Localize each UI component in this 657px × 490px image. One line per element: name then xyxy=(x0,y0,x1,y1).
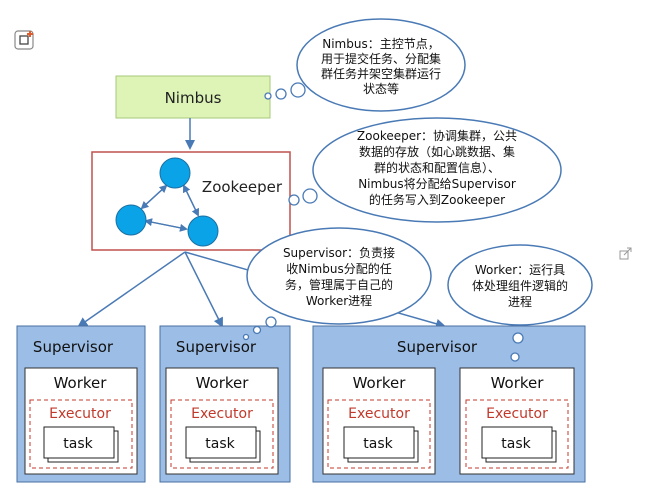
worker-label: Worker xyxy=(54,374,108,392)
zookeeper-node xyxy=(159,157,191,189)
zookeeper-node xyxy=(187,215,219,247)
worker-label: Worker xyxy=(491,374,545,392)
nimbus-callout: Nimbus：主控节点， 用于提交任务、分配集 群任务并架空集群运行 状态等 xyxy=(264,18,466,112)
supervisor-label: Supervisor xyxy=(176,338,257,356)
supervisor-node: Supervisor Worker Executor task Worker E… xyxy=(312,325,586,483)
executor-label: Executor xyxy=(49,406,111,422)
zookeeper-callout-line: 数据的存放（如心跳数据、集 xyxy=(359,144,515,159)
worker-callout-line: 进程 xyxy=(508,294,532,309)
supervisor-callout-line: Worker进程 xyxy=(306,293,372,308)
task-label: task xyxy=(205,436,235,452)
nimbus-box xyxy=(115,75,271,119)
executor-box xyxy=(327,399,431,469)
task-label: task xyxy=(63,436,93,452)
worker-label: Worker xyxy=(196,374,250,392)
zookeeper-callout-line: Nimbus将分配给Supervisor xyxy=(358,177,516,191)
task-box xyxy=(185,426,257,459)
nimbus-callout-line: 用于提交任务、分配集 xyxy=(321,51,441,66)
supervisor-node: Supervisor Worker Executor task xyxy=(16,325,146,483)
nimbus-callout-line: Nimbus：主控节点， xyxy=(322,37,439,51)
executor-label: Executor xyxy=(348,406,410,422)
supervisor-callout-line: 务，管理属于自己的 xyxy=(285,277,393,292)
add-icon[interactable] xyxy=(14,30,34,50)
task-box xyxy=(343,426,415,459)
nimbus-callout-line: 群任务并架空集群运行 xyxy=(321,66,441,81)
task-label: task xyxy=(363,436,393,452)
supervisor-callout: Supervisor：负责接 收Nimbus分配的任 务，管理属于自己的 Wor… xyxy=(242,227,432,341)
zookeeper-callout: Zookeeper：协调集群，公共 数据的存放（如心跳数据、集 群的状态和配置信… xyxy=(288,117,562,223)
task-box xyxy=(43,426,115,459)
worker-callout-line: Worker：运行具 xyxy=(475,263,565,277)
zookeeper-label: Zookeeper xyxy=(202,178,283,196)
executor-box xyxy=(465,399,569,469)
supervisor-node: Supervisor Worker Executor task xyxy=(159,325,291,483)
zookeeper-cluster-links xyxy=(140,184,199,232)
executor-box xyxy=(29,399,133,469)
executor-box xyxy=(170,399,274,469)
nimbus-callout-line: 状态等 xyxy=(363,82,399,96)
supervisor-label: Supervisor xyxy=(33,338,114,356)
zookeeper-node xyxy=(115,204,147,236)
nimbus-label: Nimbus xyxy=(165,89,222,107)
supervisor-label: Supervisor xyxy=(397,338,478,356)
supervisor-callout-line: 收Nimbus分配的任 xyxy=(286,261,391,276)
zookeeper-callout-line: Zookeeper：协调集群，公共 xyxy=(357,128,517,143)
task-label: task xyxy=(501,436,531,452)
worker-callout-line: 体处理组件逻辑的 xyxy=(472,278,568,293)
zookeeper-callout-line: 的任务写入到Zookeeper xyxy=(369,192,505,207)
executor-label: Executor xyxy=(486,406,548,422)
worker-callout: Worker：运行具 体处理组件逻辑的 进程 xyxy=(447,244,593,362)
zookeeper-callout-line: 群的状态和配置信息）、 xyxy=(374,160,500,175)
external-link-icon[interactable] xyxy=(619,247,632,260)
executor-label: Executor xyxy=(191,406,253,422)
task-box xyxy=(481,426,553,459)
supervisor-callout-line: Supervisor：负责接 xyxy=(283,245,395,260)
worker-label: Worker xyxy=(353,374,407,392)
